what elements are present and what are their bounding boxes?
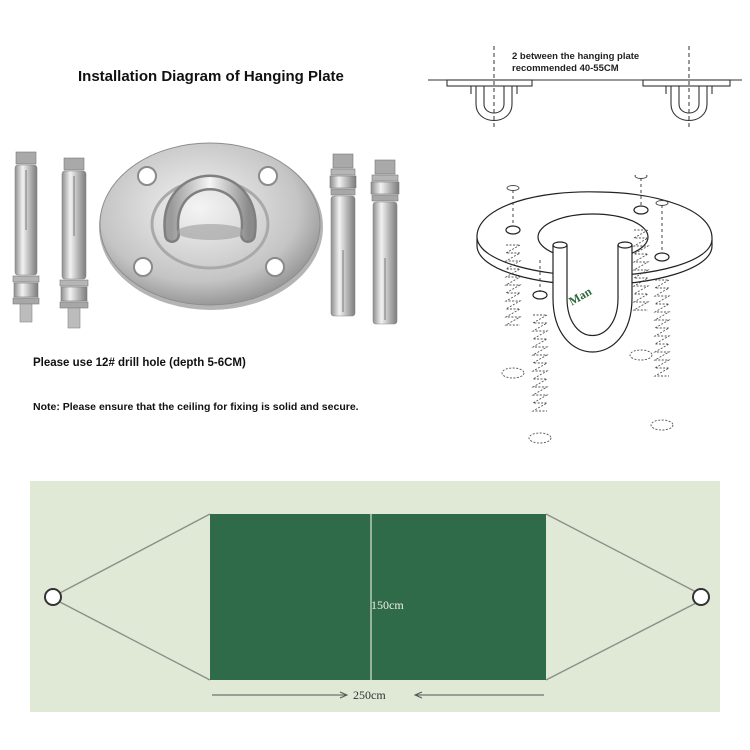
hanging-ring-left [44, 588, 62, 606]
height-label: 150cm [371, 598, 404, 612]
expansion-bolt [329, 153, 357, 317]
expansion-bolt [59, 157, 89, 329]
exploded-installation-view: Man [476, 175, 713, 444]
hanging-plate [99, 142, 323, 310]
hanging-ring-right [692, 588, 710, 606]
drill-instruction: Please use 12# drill hole (depth 5-6CM) [33, 357, 246, 369]
diagram-title: Installation Diagram of Hanging Plate [78, 68, 344, 85]
width-dimension-line [212, 691, 544, 699]
spacing-diagram [428, 46, 742, 128]
hammock-diagram: 150cm 250cm [30, 481, 720, 712]
width-label: 250cm [353, 688, 386, 702]
safety-note: Note: Please ensure that the ceiling for… [33, 401, 359, 413]
hammock-ropes [57, 513, 701, 681]
product-photo [12, 142, 400, 329]
spacing-note-line1: 2 between the hanging plate [512, 51, 640, 62]
spacing-note: 2 between the hanging plate recommended … [512, 51, 639, 75]
hammock-fabric [210, 514, 546, 680]
expansion-bolt [370, 159, 400, 325]
expansion-bolt [12, 151, 40, 323]
spacing-note-line2: recommended 40-55CM [512, 63, 619, 74]
